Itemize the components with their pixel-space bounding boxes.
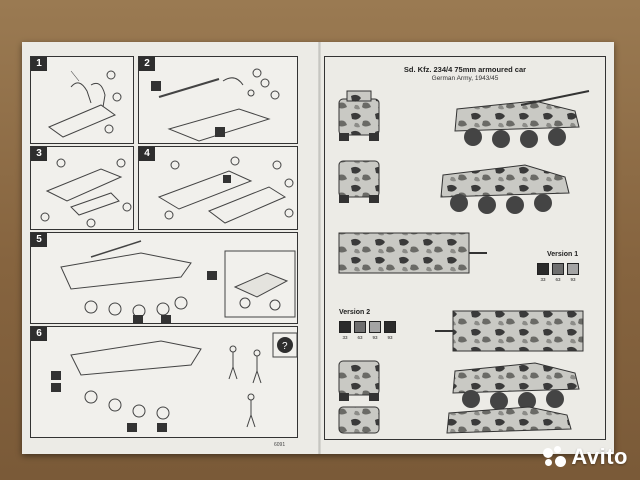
- svg-text:?: ?: [282, 341, 288, 352]
- step-number: 6: [31, 327, 47, 341]
- step-4-drawing: [157, 156, 294, 224]
- paint-swatch: [354, 321, 366, 333]
- paint-swatch: [369, 321, 381, 333]
- step-1-drawing: [47, 70, 122, 138]
- version-1-swatch-numbers: 33 63 93: [537, 277, 579, 282]
- step-4-panel: 4: [138, 146, 298, 230]
- avito-logo-icon: [541, 446, 567, 468]
- step-number: 1: [31, 57, 47, 71]
- step-2-panel: 2: [138, 56, 298, 144]
- sheet-fold: [318, 42, 321, 454]
- instruction-sheet: 1 2: [22, 42, 614, 454]
- step-1-panel: 1: [30, 56, 134, 144]
- step-number: 2: [139, 57, 155, 71]
- step-6-drawing: ?: [51, 332, 298, 432]
- guide-subtitle: German Army, 1943/45: [431, 75, 499, 82]
- swatch-number: 93: [387, 335, 393, 340]
- step-number: 5: [31, 233, 47, 247]
- v1-side-view: [454, 90, 590, 148]
- v1-front-view: [338, 90, 380, 141]
- step-3-panel: 3: [30, 146, 134, 230]
- version-1-label: Version 1: [547, 251, 579, 258]
- painting-guide-page: Sd. Kfz. 234/4 75mm armoured car German …: [324, 56, 606, 440]
- swatch-number: 33: [540, 277, 546, 282]
- swatch-number: 63: [555, 277, 561, 282]
- avito-logo-text: Avito: [571, 444, 628, 469]
- v1-top-view: [338, 232, 470, 274]
- step-6-panel: 6: [30, 326, 298, 438]
- assembly-page: 1 2: [30, 56, 298, 448]
- swatch-number: 93: [570, 277, 576, 282]
- paint-swatch: [552, 263, 564, 275]
- step-2-drawing: [151, 68, 280, 142]
- step-5-panel: 5: [30, 232, 298, 324]
- step-3-drawing: [40, 158, 132, 228]
- v2-top-view: [452, 310, 584, 352]
- swatch-number: 93: [372, 335, 378, 340]
- step-5-drawing: [60, 240, 296, 324]
- paint-swatch: [339, 321, 351, 333]
- step-number: 4: [139, 147, 155, 161]
- v2-profiles: [338, 360, 580, 434]
- avito-watermark: Avito: [541, 444, 628, 470]
- step-number: 3: [31, 147, 47, 161]
- swatch-number: 33: [342, 335, 348, 340]
- version-1-swatches: [537, 263, 579, 275]
- paint-swatch: [537, 263, 549, 275]
- version-2-swatches: [339, 321, 396, 333]
- guide-title: Sd. Kfz. 234/4 75mm armoured car: [403, 65, 527, 74]
- sheet-code: 6091: [274, 442, 286, 448]
- version-2-label: Version 2: [339, 309, 371, 316]
- camouflage-profiles: [338, 90, 590, 434]
- swatch-number: 63: [357, 335, 363, 340]
- paint-swatch: [384, 321, 396, 333]
- version-2-swatch-numbers: 33 63 93 93: [339, 335, 396, 340]
- paint-swatch: [567, 263, 579, 275]
